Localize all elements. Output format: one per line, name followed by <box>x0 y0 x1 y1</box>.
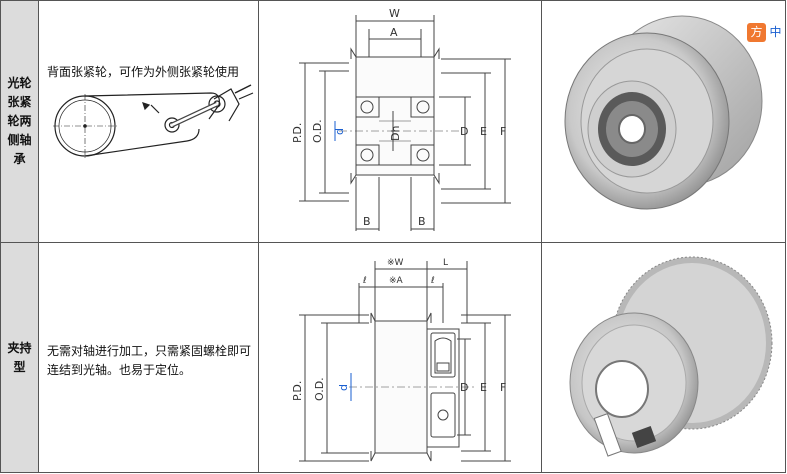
row-dimension-drawing-clamp: ※W L ℓ ※A ℓ P.D. O.D. d D E F <box>259 243 542 473</box>
row-heading-text: 光轮张紧轮两侧轴承 <box>7 76 32 166</box>
dim-A: ※A <box>389 276 404 286</box>
dim-E: E <box>480 381 487 394</box>
dim-E: E <box>480 125 487 138</box>
description-text: 无需对轴进行加工，只需紧固螺栓即可连结到光轴。也易于定位。 <box>47 344 252 377</box>
dim-d: d <box>333 128 346 135</box>
dim-Dh: Dh <box>389 126 402 141</box>
row-description-clamp: 无需对轴进行加工，只需紧固螺栓即可连结到光轴。也易于定位。 <box>39 243 259 473</box>
clamp-pulley-photo <box>569 256 773 457</box>
idler-dimension-drawing: W A P.D. O.D. d Dh D E F B B <box>291 7 511 231</box>
belt-layout-illustration <box>53 84 254 158</box>
dim-OD: O.D. <box>313 377 326 401</box>
dim-d: d <box>337 384 350 391</box>
row-photo-idler: 方 中 <box>542 1 786 243</box>
dim-l-left: ℓ <box>362 276 367 286</box>
orange-app-icon[interactable]: 方 <box>747 23 766 42</box>
row-heading-clamp: 夹持型 <box>1 243 39 473</box>
row-heading-text: 夹持型 <box>7 340 32 374</box>
row-heading-idler: 光轮张紧轮两侧轴承 <box>1 1 39 243</box>
dim-PD: P.D. <box>291 381 304 401</box>
dim-F: F <box>500 125 506 138</box>
row-dimension-drawing-idler: W A P.D. O.D. d Dh D E F B B <box>259 1 542 243</box>
translate-overlay[interactable]: 方 中 <box>747 23 785 42</box>
dim-A: A <box>390 26 398 39</box>
dim-D: D <box>460 125 468 138</box>
dim-PD: P.D. <box>291 123 304 143</box>
language-toggle[interactable]: 中 <box>766 23 785 42</box>
dim-OD: O.D. <box>311 119 324 143</box>
idler-pulley-photo <box>564 15 763 210</box>
clamp-dimension-drawing: ※W L ℓ ※A ℓ P.D. O.D. d D E F <box>291 258 511 462</box>
dim-L: L <box>443 258 448 268</box>
dim-l-right: ℓ <box>430 276 435 286</box>
row-photo-clamp <box>542 243 786 473</box>
dim-F: F <box>500 381 506 394</box>
row-description-idler: 背面张紧轮，可作为外侧张紧轮使用 <box>39 1 259 243</box>
dim-D: D <box>460 381 468 394</box>
dim-B-right: B <box>418 215 426 228</box>
dim-W: ※W <box>387 258 404 268</box>
dim-W: W <box>389 7 400 20</box>
dim-B-left: B <box>363 215 371 228</box>
description-text: 背面张紧轮，可作为外侧张紧轮使用 <box>47 65 240 79</box>
